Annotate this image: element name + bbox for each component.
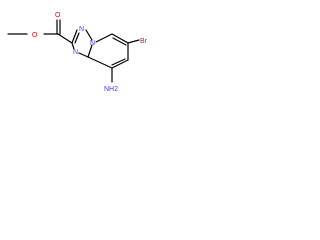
ring5-bond-n1-n-bridge <box>85 29 93 41</box>
carbonyl-oxygen-label: O <box>55 12 61 19</box>
ring6-double-bond-c5-c6 <box>112 37 127 46</box>
molecule-structure: O O N N N Br NH2 <box>7 12 148 93</box>
bromine-label: Br <box>140 38 148 45</box>
ester-oxygen-label: O <box>32 32 38 39</box>
amine-label: NH2 <box>104 86 118 93</box>
ring6-bond-c5-c6 <box>111 33 129 44</box>
ring5-bond-c2-n1 <box>71 29 78 44</box>
ring5-bond-n3-c2 <box>71 42 75 50</box>
ring5-bond-c8a-n3 <box>78 52 89 58</box>
ring6-bond-c7-c8 <box>111 59 129 69</box>
triazole-n1-label: N <box>79 26 84 33</box>
ring6-double-bond-c7-c8 <box>111 58 126 66</box>
c6-br-bond <box>127 39 140 44</box>
ring5-bond-n-bridge-c8a <box>87 44 93 58</box>
triazole-n3-label: N <box>73 49 78 56</box>
ring6-bond-c8-c8a <box>87 56 113 69</box>
bridge-nitrogen-label: N <box>90 40 95 47</box>
molecule-canvas: O O N N N Br NH2 <box>0 0 200 100</box>
carbonyl-c-ring-bond <box>57 33 73 44</box>
ring5-double-bond <box>74 32 80 44</box>
ring6-bond-n-bridge-c5 <box>95 33 113 43</box>
